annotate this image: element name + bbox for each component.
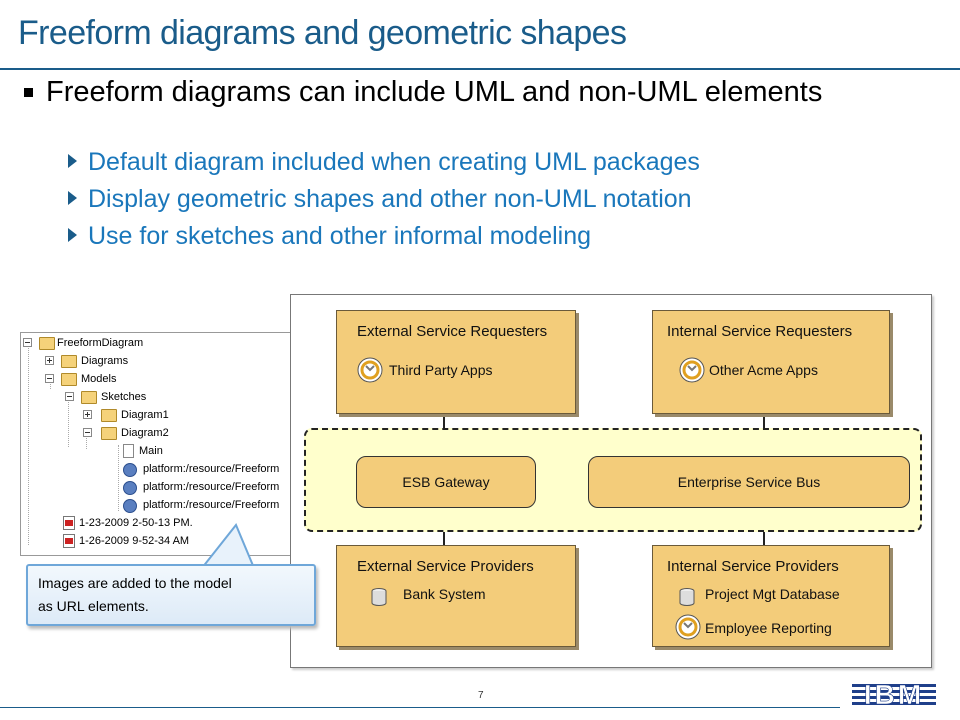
box-item: Bank System [403, 586, 486, 602]
url-icon [123, 499, 137, 513]
main-bullet: Freeform diagrams can include UML and no… [24, 76, 924, 108]
url-icon [123, 463, 137, 477]
sub-bullet-2: Display geometric shapes and other non-U… [68, 185, 692, 214]
page-number: 7 [478, 690, 484, 701]
box-title: External Service Requesters [357, 323, 548, 340]
sub-bullet-text: Default diagram included when creating U… [88, 148, 700, 176]
sub-bullet-1: Default diagram included when creating U… [68, 148, 700, 177]
folder-icon [101, 409, 117, 422]
sub-bullet-text: Use for sketches and other informal mode… [88, 222, 592, 250]
service-icon [675, 614, 701, 640]
box-item: Other Acme Apps [709, 362, 818, 378]
ibm-logo-icon: IBM [852, 680, 936, 710]
sub-bullet-3: Use for sketches and other informal mode… [68, 222, 591, 251]
callout-note: Images are added to the model as URL ele… [26, 564, 316, 626]
folder-icon [61, 373, 77, 386]
square-bullet-icon [24, 88, 33, 97]
box-title: Internal Service Providers [667, 558, 839, 575]
box-item: Employee Reporting [705, 620, 832, 636]
internal-providers-box[interactable]: Internal Service Providers Project Mgt D… [652, 545, 890, 647]
box-title: External Service Providers [357, 558, 534, 575]
image-icon [63, 516, 75, 530]
external-providers-box[interactable]: External Service Providers Bank System [336, 545, 576, 647]
external-requesters-box[interactable]: External Service Requesters Third Party … [336, 310, 576, 414]
arrow-bullet-icon [68, 228, 77, 242]
enterprise-service-bus-node[interactable]: Enterprise Service Bus [588, 456, 910, 508]
folder-icon [101, 427, 117, 440]
url-icon [123, 481, 137, 495]
esb-gateway-node[interactable]: ESB Gateway [356, 456, 536, 508]
internal-requesters-box[interactable]: Internal Service Requesters Other Acme A… [652, 310, 890, 414]
service-icon [357, 357, 383, 383]
arrow-bullet-icon [68, 154, 77, 168]
slide-title: Freeform diagrams and geometric shapes [18, 14, 627, 52]
svg-text:IBM: IBM [864, 680, 924, 710]
main-bullet-text: Freeform diagrams can include UML and no… [46, 76, 823, 108]
box-item: Third Party Apps [389, 362, 493, 378]
arrow-bullet-icon [68, 191, 77, 205]
project-tree: FreeformDiagram Diagrams Models Sketches… [20, 332, 294, 556]
folder-icon [81, 391, 97, 404]
folder-icon [61, 355, 77, 368]
footer-divider [0, 707, 840, 708]
database-icon [371, 588, 387, 606]
database-icon [679, 588, 695, 606]
box-item: Project Mgt Database [705, 586, 840, 602]
callout-text: as URL elements. [38, 598, 149, 614]
image-icon [63, 534, 75, 548]
sub-bullet-text: Display geometric shapes and other non-U… [88, 185, 692, 213]
diagram-icon [123, 444, 134, 458]
folder-open-icon [39, 337, 55, 350]
callout-pointer [199, 523, 256, 569]
callout-text: Images are added to the model [38, 575, 232, 591]
box-title: Internal Service Requesters [667, 323, 853, 340]
title-divider [0, 68, 960, 70]
service-icon [679, 357, 705, 383]
